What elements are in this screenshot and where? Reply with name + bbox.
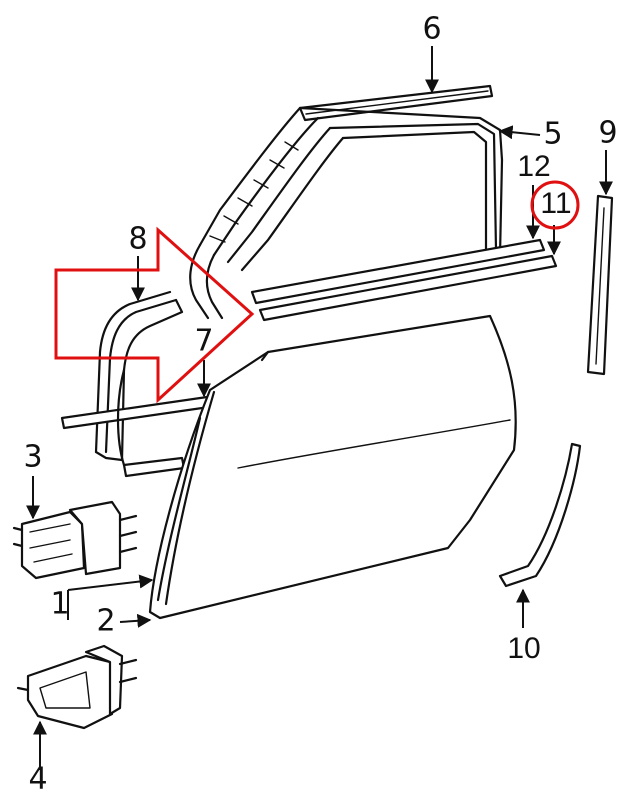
door-shell [148,314,517,620]
callout-1: 1 [50,587,69,622]
callout-5: 5 [543,117,562,152]
callout-2: 2 [96,604,115,639]
callout-9: 9 [598,116,617,151]
lower-hinge [16,644,138,730]
callout-4: 4 [28,762,47,797]
highlight-arrow [54,226,255,404]
leader-lines [26,46,613,770]
rear-run-strip [586,194,614,376]
inner-belt-weatherstrip [258,254,558,322]
callout-12: 12 [517,150,550,183]
callout-3: 3 [23,440,42,475]
roof-rail-weatherstrip [298,84,494,122]
highlight-circle [530,180,580,230]
callout-11: 11 [540,187,571,220]
front-run-channel [94,290,184,462]
callout-7: 7 [194,324,213,359]
door-frame-weatherstrip [189,106,504,320]
callout-8: 8 [128,222,147,257]
upper-hinge [12,500,138,580]
callout-10: 10 [507,632,540,665]
callout-6: 6 [422,12,441,47]
outer-belt-weatherstrip [250,238,546,305]
lower-rear-seal [498,442,582,588]
